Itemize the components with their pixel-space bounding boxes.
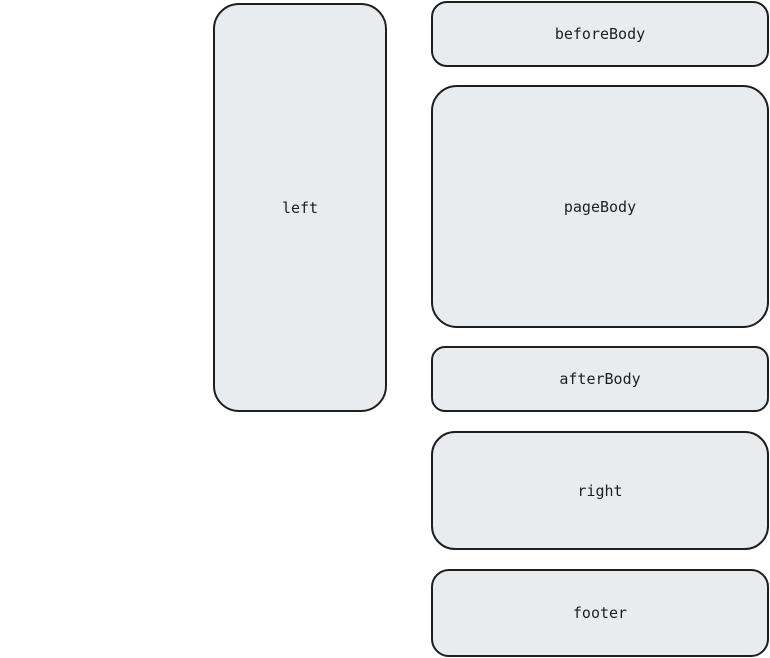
- left-region: left: [213, 3, 387, 412]
- after-body-region: afterBody: [431, 346, 769, 412]
- right-label: right: [577, 481, 623, 500]
- page-body-label: pageBody: [563, 197, 637, 216]
- after-body-label: afterBody: [559, 370, 641, 388]
- before-body-region: beforeBody: [431, 1, 769, 67]
- before-body-label: beforeBody: [554, 25, 646, 43]
- footer-region: footer: [431, 569, 769, 657]
- page-body-region: pageBody: [431, 85, 769, 328]
- footer-label: footer: [572, 604, 628, 622]
- right-region: right: [431, 431, 769, 550]
- left-label: left: [281, 198, 319, 217]
